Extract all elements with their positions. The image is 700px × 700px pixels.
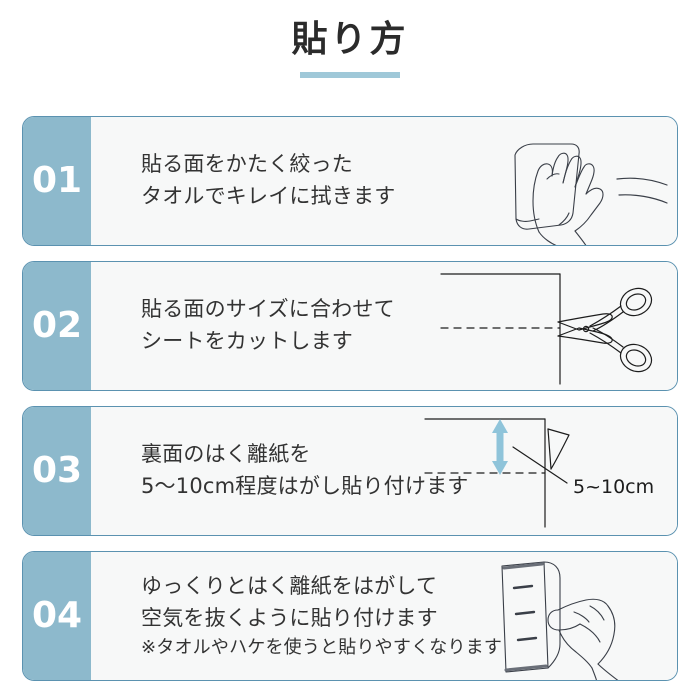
step-number-badge: 03 (23, 407, 91, 535)
step-text-line: タオルでキレイに拭きます (141, 184, 396, 208)
steps-list: 01 貼る面をかたく絞った タオルでキレイに拭きます (22, 116, 678, 681)
step-card-04: 04 ゆっくりとはく離紙をはがして 空気を抜くように貼り付けます ※タオルやハケ… (22, 551, 678, 681)
step-card-02: 02 貼る面のサイズに合わせて シートをカットします (22, 261, 678, 391)
hand-wiping-with-towel-icon (514, 143, 668, 245)
step-number-badge: 02 (23, 262, 91, 390)
step-number: 02 (31, 305, 83, 346)
step-text-line: 貼る面をかたく絞った (141, 152, 353, 177)
step-text-line: シートをカットします (141, 329, 353, 353)
step-body: 貼る面のサイズに合わせて シートをカットします (91, 262, 677, 390)
step-body: ゆっくりとはく離紙をはがして 空気を抜くように貼り付けます ※タオルやハケを使う… (91, 552, 677, 680)
step-text-line: 空気を抜くように貼り付けます (141, 605, 438, 630)
step-text: ゆっくりとはく離紙をはがして 空気を抜くように貼り付けます ※タオルやハケを使う… (91, 571, 502, 662)
step-card-03: 03 裏面のはく離紙を 5〜10cm程度はがし貼り付けます (22, 406, 678, 536)
step-body: 裏面のはく離紙を 5〜10cm程度はがし貼り付けます (91, 407, 677, 535)
title-underline (300, 72, 400, 78)
step-text: 貼る面のサイズに合わせて シートをカットします (91, 294, 395, 358)
step-text-line: 5〜10cm程度はがし貼り付けます (141, 474, 469, 498)
scissors-cutting-sheet-icon (440, 273, 653, 385)
step-text-line: 裏面のはく離紙を (141, 442, 311, 467)
step-body: 貼る面をかたく絞った タオルでキレイに拭きます (91, 117, 677, 245)
step-text: 貼る面をかたく絞った タオルでキレイに拭きます (91, 149, 395, 213)
measure-arrow-icon (492, 419, 508, 475)
step-number: 01 (31, 160, 83, 201)
step-text-line: 貼る面のサイズに合わせて (141, 297, 395, 322)
step-number: 04 (31, 595, 83, 636)
page-header: 貼り方 (0, 0, 700, 100)
step-text: 裏面のはく離紙を 5〜10cm程度はがし貼り付けます (91, 439, 468, 503)
step-number: 03 (31, 450, 83, 491)
step-card-01: 01 貼る面をかたく絞った タオルでキレイに拭きます (22, 116, 678, 246)
page-title: 貼り方 (291, 19, 409, 60)
step-text-line: ゆっくりとはく離紙をはがして (141, 573, 438, 598)
step-number-badge: 04 (23, 552, 91, 680)
step-text-note: ※タオルやハケを使うと貼りやすくなります (141, 637, 503, 659)
measure-label: 5~10cm (573, 476, 654, 498)
step-number-badge: 01 (23, 117, 91, 245)
